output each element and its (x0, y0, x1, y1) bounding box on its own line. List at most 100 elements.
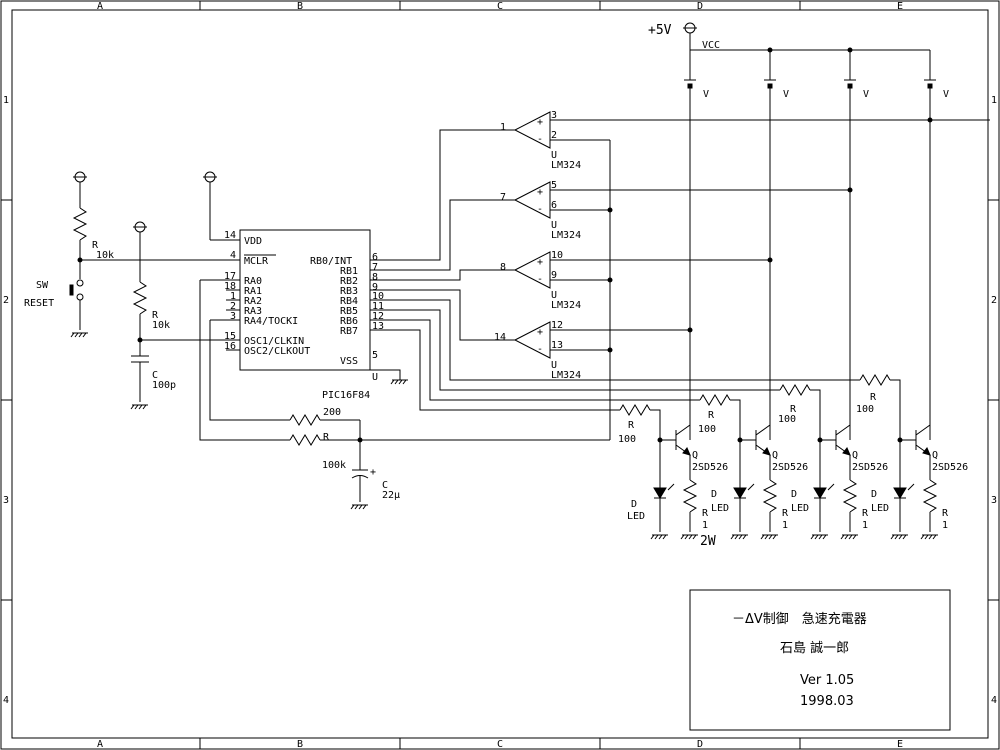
battery-cell-3: V (844, 50, 869, 440)
schematic-label: 8 (500, 262, 506, 273)
switch-ref: SW (36, 280, 49, 291)
reset-ground-icon (70, 332, 89, 338)
switch-value: RESET (24, 298, 54, 309)
opamp-4: +- 14 12 13 U LM324 (390, 289, 693, 381)
schematic-label: 10k (96, 250, 114, 261)
schematic-label: V (783, 89, 789, 100)
title-block: －ΔV制御 急速充電器 石島 誠一郎 Ver 1.05 1998.03 (689, 589, 951, 731)
schematic-label: R (152, 310, 159, 321)
col-label-top-c: C (497, 1, 503, 12)
schematic-label: LED (711, 503, 729, 514)
power-rating: 2W (700, 534, 716, 549)
pic16f84: PIC16F84 U 14 VDD 4 MCLR 17 RA0 18 RA1 1… (80, 171, 409, 401)
date-text: 1998.03 (800, 694, 854, 709)
schematic-label: 100 (618, 434, 636, 445)
schematic-label: D (631, 499, 637, 510)
schematic-label: 5 (372, 350, 378, 361)
schematic-label: RA2 (244, 296, 262, 307)
schematic-label: 10 (551, 250, 563, 261)
plus5v-terminal-icon (682, 22, 698, 34)
schematic-label: LED (791, 503, 809, 514)
schematic-label: 2SD526 (852, 462, 888, 473)
schematic-label: 1 (230, 291, 236, 302)
schematic-label: + (537, 117, 543, 128)
schematic-label: - (537, 344, 543, 355)
schematic-label: - (537, 274, 543, 285)
schematic-label: LED (871, 503, 889, 514)
schematic-label: 1 (702, 520, 708, 531)
schematic-label: 2 (230, 301, 236, 312)
channel-3: R 100 Q 2SD526 D LED R 1 (778, 384, 888, 540)
opamp-1: +- 1 3 2 U LM324 (390, 110, 990, 261)
mclr-vcc-terminal-icon (72, 171, 88, 183)
schematic-label: - (537, 204, 543, 215)
schematic-label: 2SD526 (772, 462, 808, 473)
schematic-label: D (791, 489, 797, 500)
schematic-label: MCLR (244, 256, 269, 267)
schematic-label: 4 (230, 250, 236, 261)
reset-circuit: R 10k SW RESET (24, 171, 114, 338)
row-label-right-2: 2 (991, 295, 997, 306)
schematic-label: U (551, 360, 557, 371)
col-label-top-b: B (297, 1, 303, 12)
schematic-label: 200 (323, 407, 341, 418)
col-label-top-a: A (97, 1, 103, 12)
schematic-label: 3 (230, 311, 236, 322)
schematic-label: 13 (551, 340, 563, 351)
schematic-label: Q (932, 450, 938, 461)
schematic-label: RB7 (340, 326, 358, 337)
schematic-label: LM324 (551, 370, 581, 381)
col-label-top-d: D (697, 1, 703, 12)
schematic-label: + (370, 467, 376, 478)
schematic-label: 6 (551, 200, 557, 211)
schematic-label: RA4/TOCKI (244, 316, 298, 327)
opamp-3: +- 8 10 9 U LM324 (390, 250, 773, 311)
schematic-label: 12 (551, 320, 563, 331)
col-label-bottom-c: C (497, 739, 503, 750)
schematic-label: 100 (856, 404, 874, 415)
schematic-label: 3 (551, 110, 557, 121)
schematic-label: 9 (551, 270, 557, 281)
row-label-left-3: 3 (3, 495, 9, 506)
col-label-bottom-d: D (697, 739, 703, 750)
schematic-label: R (323, 432, 330, 443)
schematic-label: 1 (500, 122, 506, 133)
schematic-label: RA3 (244, 306, 262, 317)
schematic-label: 15 (224, 331, 236, 342)
schematic-label: 22μ (382, 490, 400, 501)
schematic-label: 14 (224, 230, 236, 241)
schematic-label: R (862, 508, 869, 519)
schematic-label: Q (692, 450, 698, 461)
schematic-label: R (942, 508, 949, 519)
schematic-label: RB0/INT (310, 256, 352, 267)
schematic-label: 6 (372, 252, 378, 263)
schematic-label: V (863, 89, 869, 100)
schematic-label: 7 (372, 262, 378, 273)
cap-ground-icon (350, 504, 369, 510)
schematic-label: R (708, 410, 715, 421)
schematic-label: 5 (551, 180, 557, 191)
schematic-label: LED (627, 511, 645, 522)
schematic-label: 18 (224, 281, 236, 292)
schematic-label: RB6 (340, 316, 358, 327)
schematic-label: VSS (340, 356, 358, 367)
schematic-label: 2 (551, 130, 557, 141)
rc-filter: 200 R 100k + C 22μ (199, 279, 610, 510)
schematic-label: RB5 (340, 306, 358, 317)
schematic-label: 16 (224, 341, 236, 352)
schematic-label: 2SD526 (692, 462, 728, 473)
schematic-label: R (702, 508, 709, 519)
channel-4: R 100 Q 2SD526 D LED R 1 (856, 374, 968, 540)
col-label-top-e: E (897, 1, 903, 12)
battery-cell-4: V (924, 50, 949, 440)
schematic-label: RA1 (244, 286, 262, 297)
schematic-label: + (537, 257, 543, 268)
vcc-rail: +5V VCC V V V (648, 22, 949, 440)
schematic-label: 11 (372, 301, 384, 312)
schematic-label: R (628, 420, 635, 431)
schematic-label: LM324 (551, 160, 581, 171)
schematic-label: VDD (244, 236, 262, 247)
border-column-labels: A B C D E A B C D E (97, 1, 903, 750)
